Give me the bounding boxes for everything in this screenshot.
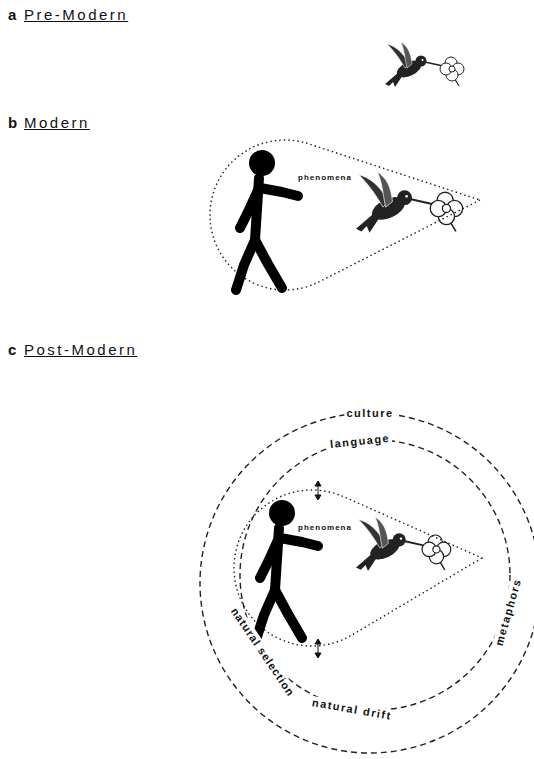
- outline-path: [234, 490, 482, 646]
- panel-letter: b: [8, 114, 17, 132]
- double-arrow: [315, 639, 321, 658]
- stick-figure: [236, 150, 298, 290]
- panel-title: Pre-Modern: [24, 6, 128, 24]
- region-label: culture: [344, 407, 395, 419]
- teardrop-region: phenomena: [207, 137, 483, 293]
- outline-path: [200, 413, 534, 753]
- panel-letter: a: [8, 6, 16, 24]
- region-label: natural selection: [228, 604, 299, 701]
- outline: [200, 413, 534, 753]
- panel-title: Post-Modern: [24, 341, 137, 359]
- hummingbird: [356, 517, 451, 571]
- stick-figure: [256, 500, 318, 640]
- panel-letter: c: [8, 341, 16, 359]
- dashed-circle: culturelanguagemetaphorsnatural selectio…: [200, 413, 534, 753]
- region-label: natural drift: [309, 696, 394, 723]
- panel-title: Modern: [24, 114, 90, 132]
- hummingbird: [385, 42, 464, 87]
- region-label: phenomena: [296, 524, 354, 533]
- outline: [231, 487, 485, 649]
- outline-path: [210, 140, 480, 290]
- hummingbird: [356, 172, 463, 233]
- region-label: metaphors: [492, 575, 524, 649]
- region-label: language: [327, 432, 392, 451]
- outline: [207, 137, 483, 293]
- region-label: phenomena: [296, 174, 354, 183]
- teardrop-region: phenomena: [231, 487, 485, 649]
- dashed-circle: languagemetaphorsnatural selectionnatura…: [240, 440, 510, 710]
